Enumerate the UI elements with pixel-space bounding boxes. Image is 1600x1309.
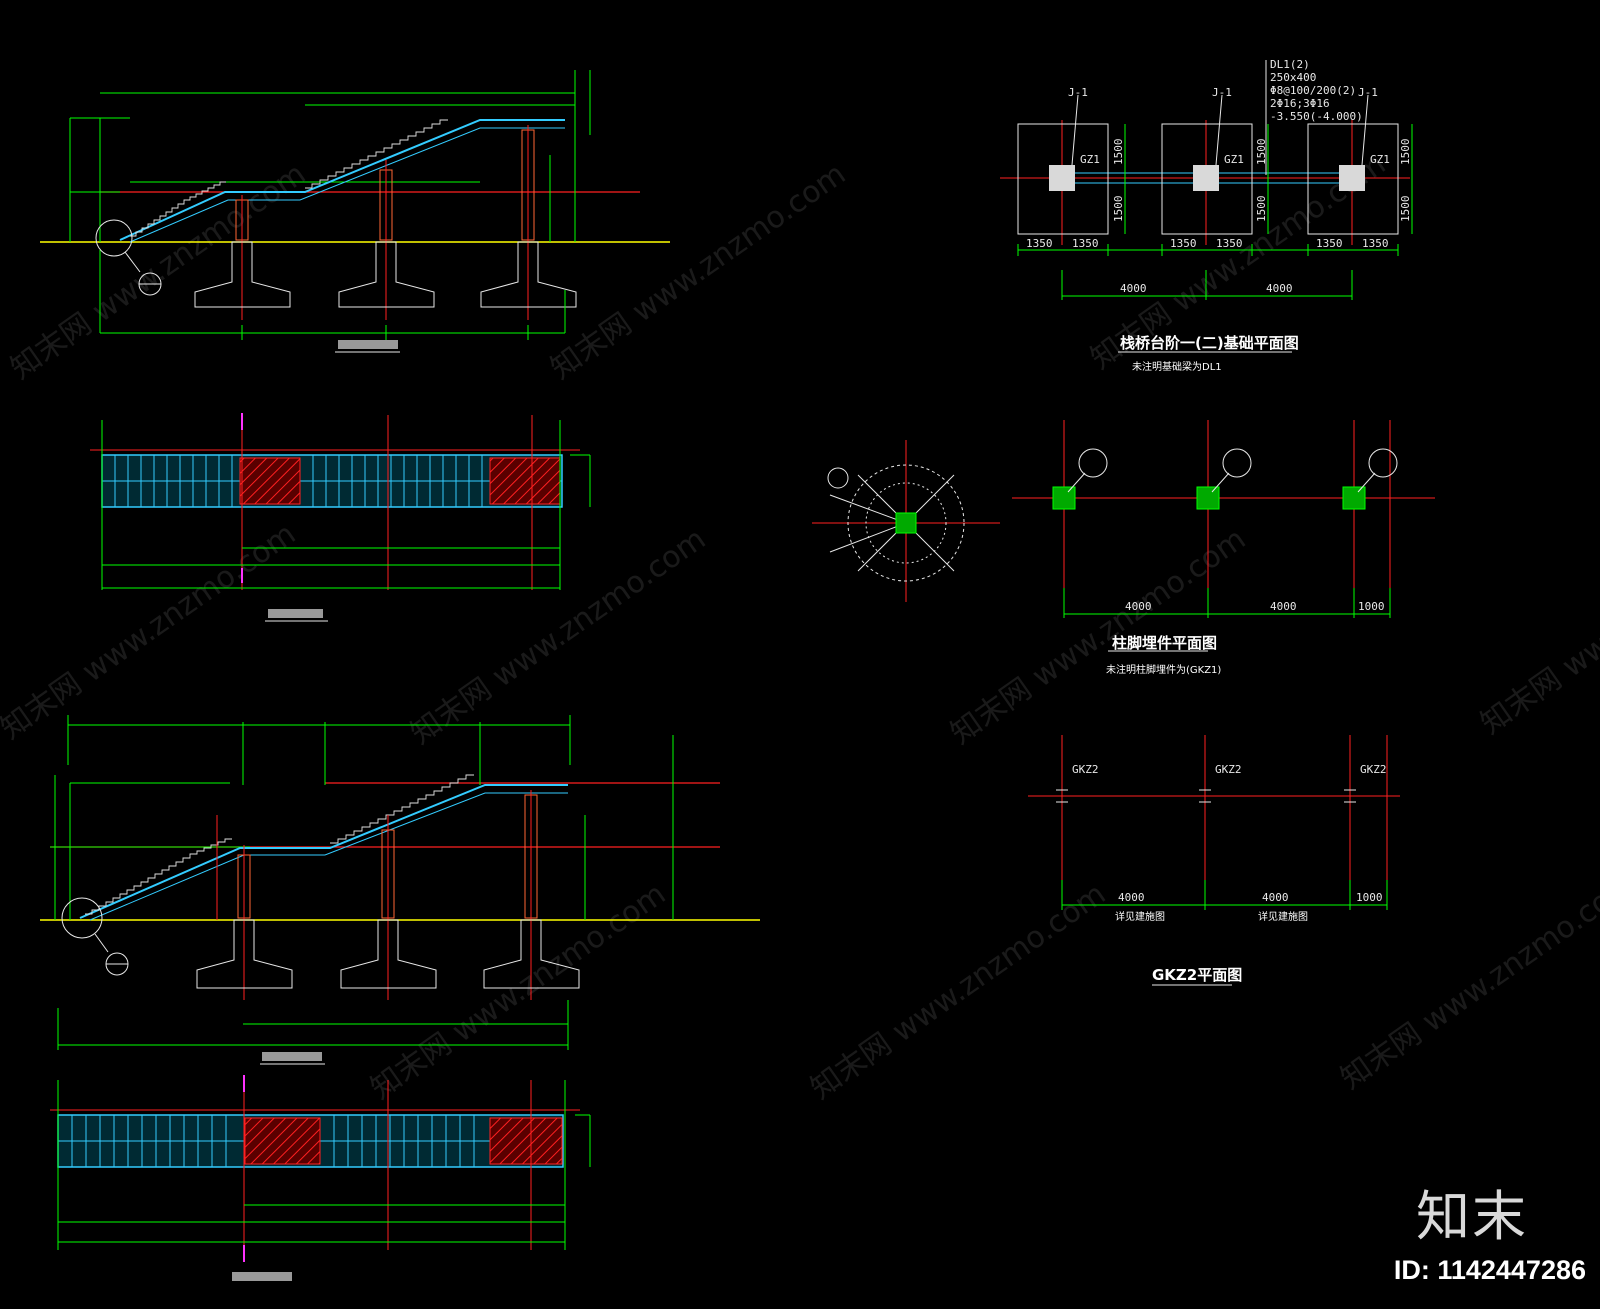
foundation-plan-title: 栈桥台阶一(二)基础平面图 — [1120, 334, 1299, 352]
foundation-span-2: 4000 — [1266, 282, 1293, 295]
column-tag-1: GZ1 — [1080, 153, 1100, 166]
side-dim-1: 1500 — [1112, 139, 1125, 166]
foundation-tag-3: J-1 — [1358, 86, 1378, 99]
side-dim-6: 1500 — [1399, 196, 1412, 223]
column-embed-plan — [812, 420, 1435, 652]
foundation-tag-2: J-1 — [1212, 86, 1232, 99]
beam-note-4: 2Φ16;3Φ16 — [1270, 97, 1330, 110]
column-embed-plan-title: 柱脚埋件平面图 — [1112, 634, 1217, 652]
plan-1 — [90, 413, 591, 622]
gkz2-span-2: 4000 — [1262, 891, 1289, 904]
column-embed-plan-subtitle: 未注明柱脚埋件为(GKZ1) — [1106, 663, 1221, 676]
foundation-dim-4: 1350 — [1216, 237, 1243, 250]
gkz2-tag-3: GKZ2 — [1360, 763, 1387, 776]
gkz2-span-3: 1000 — [1356, 891, 1383, 904]
beam-note-2: 250x400 — [1270, 71, 1316, 84]
beam-note-3: Φ8@100/200(2) — [1270, 84, 1356, 97]
watermark-4: 知末网 www.znzmo.com — [0, 517, 302, 747]
foundation-dim-1: 1350 — [1026, 237, 1053, 250]
watermark-9: 知末网 www.znzmo.com — [805, 877, 1113, 1107]
watermark-2: 知末网 www.znzmo.com — [545, 157, 853, 387]
side-dim-2: 1500 — [1112, 196, 1125, 223]
foundation-dim-6: 1350 — [1362, 237, 1389, 250]
side-dim-3: 1500 — [1255, 139, 1268, 166]
foundation-plan-subtitle: 未注明基础梁为DL1 — [1132, 360, 1222, 373]
plan-2 — [50, 1075, 591, 1281]
foundation-tag-1: J-1 — [1068, 86, 1088, 99]
embed-span-2: 4000 — [1270, 600, 1297, 613]
gkz2-plan-title: GKZ2平面图 — [1152, 966, 1242, 984]
watermark-8: 知末网 www.znzmo.com — [365, 877, 673, 1107]
side-dim-5: 1500 — [1399, 139, 1412, 166]
foundation-plan — [1000, 60, 1413, 353]
column-tag-2: GZ1 — [1224, 153, 1244, 166]
side-dim-4: 1500 — [1255, 196, 1268, 223]
gkz2-note-2: 详见建施图 — [1258, 910, 1308, 923]
brand-logo: 知末 — [1416, 1185, 1528, 1248]
gkz2-tag-1: GKZ2 — [1072, 763, 1099, 776]
gkz2-span-1: 4000 — [1118, 891, 1145, 904]
embed-span-3: 1000 — [1358, 600, 1385, 613]
gkz2-plan — [1028, 735, 1400, 986]
foundation-dim-5: 1350 — [1316, 237, 1343, 250]
gkz2-note-1: 详见建施图 — [1115, 910, 1165, 923]
column-tag-3: GZ1 — [1370, 153, 1390, 166]
watermark-7: 知末网 www.znzmo.com — [1475, 512, 1600, 742]
elevation-1 — [40, 70, 670, 353]
foundation-span-1: 4000 — [1120, 282, 1147, 295]
embed-span-1: 4000 — [1125, 600, 1152, 613]
watermark-5: 知末网 www.znzmo.com — [405, 522, 713, 752]
foundation-dim-2: 1350 — [1072, 237, 1099, 250]
beam-note-1: DL1(2) — [1270, 58, 1310, 71]
foundation-dim-3: 1350 — [1170, 237, 1197, 250]
elevation-2 — [40, 715, 760, 1065]
beam-note-5: -3.550(-4.000) — [1270, 110, 1363, 123]
image-id-label: ID: 1142447286 — [1393, 1255, 1586, 1285]
gkz2-tag-2: GKZ2 — [1215, 763, 1242, 776]
watermark-layer: 知末网 www.znzmo.com 知末网 www.znzmo.com 知末网 … — [0, 147, 1600, 1107]
